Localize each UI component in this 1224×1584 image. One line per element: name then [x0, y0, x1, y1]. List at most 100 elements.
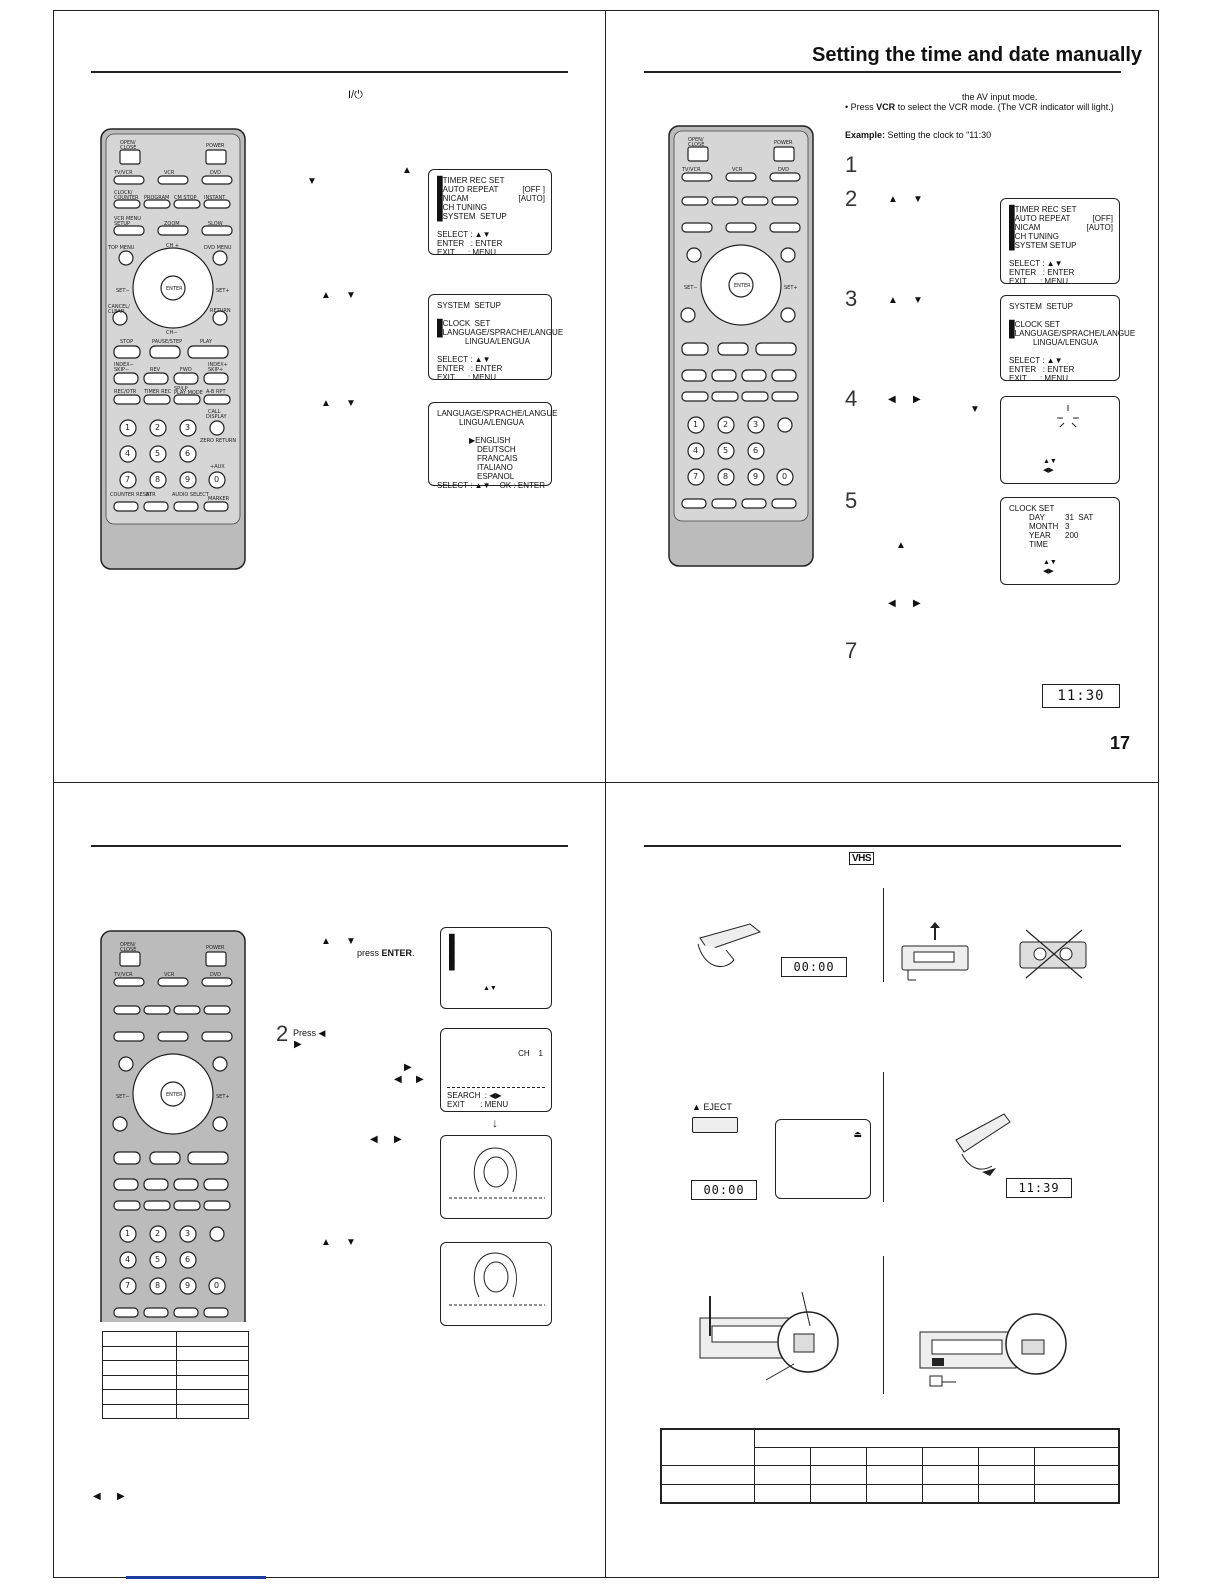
svg-text:7: 7 [125, 475, 130, 484]
svg-text:SET+: SET+ [216, 288, 230, 294]
nav-arrows-icon: ▲▼◀▶ [1043, 458, 1057, 474]
section-rule [91, 845, 568, 847]
eject-label: ▲ EJECT [692, 1102, 732, 1112]
svg-text:CANCEL/: CANCEL/ [108, 304, 130, 310]
svg-text:VCR: VCR [732, 167, 743, 173]
svg-text:3: 3 [753, 420, 758, 429]
tv-screen-eject: ⏏ [775, 1119, 871, 1199]
svg-text:INDEX+: INDEX+ [208, 362, 228, 368]
up-arrow-icon: ▲ [402, 165, 412, 176]
svg-text:REV: REV [150, 367, 161, 373]
svg-text:DVD MENU: DVD MENU [204, 245, 232, 251]
svg-text:6: 6 [185, 1255, 190, 1264]
insert-cassette-illustration [697, 923, 762, 968]
divider [883, 1072, 884, 1202]
svg-text:ZOOM: ZOOM [164, 221, 180, 227]
svg-text:ZERO RETURN: ZERO RETURN [200, 438, 236, 444]
svg-text:PLAY: PLAY [200, 339, 213, 345]
step-number: 3 [845, 286, 858, 311]
right-arrow-icon: ▶ [913, 598, 921, 609]
svg-text:DVD: DVD [210, 972, 221, 978]
svg-text:9: 9 [753, 472, 758, 481]
vcr-front-display: 00:00 [691, 1180, 757, 1200]
intro-text: the AV input mode. [962, 92, 1038, 102]
svg-text:CLOSE: CLOSE [120, 145, 136, 151]
step-number: 4 [845, 386, 858, 411]
left-arrow-icon: ◀ [888, 598, 896, 609]
up-arrow-icon: ▲ [896, 540, 906, 551]
svg-text:TV/VCR: TV/VCR [681, 167, 701, 173]
svg-text:0: 0 [214, 1281, 219, 1290]
svg-text:7: 7 [125, 1281, 130, 1290]
tape-time-table [660, 1428, 1120, 1504]
step-number: 7 [845, 638, 858, 663]
divider [883, 888, 884, 982]
tv-screen-main-menu: █TIMER REC SET █AUTO REPEAT[OFF ] █NICAM… [428, 169, 552, 257]
cassette-wrong-illustration [1019, 929, 1087, 979]
svg-text:CLEAR: CLEAR [108, 309, 125, 315]
svg-text:OPEN/: OPEN/ [120, 140, 136, 146]
svg-text:TV/VCR: TV/VCR [113, 170, 133, 176]
right-arrow-icon: ▶ [404, 1062, 412, 1073]
svg-text:CH +: CH + [166, 243, 179, 249]
svg-text:CLOCK/: CLOCK/ [114, 190, 133, 196]
svg-text:5: 5 [155, 1255, 160, 1264]
nav-arrows-icon: ▲▼◀▶ [1043, 559, 1057, 575]
svg-text:2: 2 [155, 1229, 160, 1238]
svg-text:PLAY MODE: PLAY MODE [174, 390, 203, 396]
svg-text:6: 6 [753, 446, 758, 455]
svg-text:ENTER: ENTER [166, 286, 183, 292]
svg-text:SET−: SET− [116, 1094, 130, 1100]
woman-portrait-icon [449, 1252, 545, 1306]
page-title: Setting the time and date manually [812, 44, 1143, 66]
tv-screen-main-menu: █TIMER REC SET █AUTO REPEAT[OFF] █NICAM[… [1000, 198, 1120, 286]
page-divider-horizontal [53, 782, 1159, 783]
eject-icon: ⏏ [853, 1129, 862, 1139]
step-number: 5 [845, 488, 858, 513]
svg-text:ENTER: ENTER [166, 1092, 183, 1098]
svg-text:SET+: SET+ [216, 1094, 230, 1100]
svg-text:TV/VCR: TV/VCR [113, 972, 133, 978]
svg-text:2: 2 [155, 423, 160, 432]
cassette-window-up-illustration [901, 922, 969, 981]
intro-text: • Press VCR to select the VCR mode. (The… [845, 102, 1114, 112]
svg-text:8: 8 [155, 1281, 160, 1290]
up-arrow-icon: ▲ [321, 398, 331, 409]
svg-text:CLOSE: CLOSE [120, 947, 136, 953]
divider [883, 1256, 884, 1394]
svg-text:VCR: VCR [164, 170, 175, 176]
svg-text:CLOSE: CLOSE [688, 142, 704, 148]
eject-button-illustration [692, 1117, 738, 1133]
channel-table [102, 1331, 249, 1419]
svg-text:COUNTER: COUNTER [114, 195, 139, 201]
svg-text:8: 8 [723, 472, 728, 481]
svg-text:FWD: FWD [180, 367, 192, 373]
svg-text:CALL: CALL [208, 409, 221, 415]
down-arrow-icon: ↓ [492, 1116, 498, 1130]
vhs-logo: VHS [849, 852, 875, 865]
svg-text:DVD: DVD [210, 170, 221, 176]
right-arrow-icon: ▶ [394, 1134, 402, 1145]
right-arrow-icon: ▶ [913, 394, 921, 405]
up-arrow-icon: ▲ [321, 1237, 331, 1248]
svg-text:5: 5 [723, 446, 728, 455]
svg-text:3: 3 [185, 423, 190, 432]
svg-text:SETUP: SETUP [114, 221, 130, 227]
right-arrow-icon: ▶ [416, 1074, 424, 1085]
up-arrow-icon: ▲ [321, 936, 331, 947]
svg-text:CM STOP: CM STOP [174, 195, 197, 201]
down-arrow-icon: ▼ [913, 194, 923, 205]
svg-text:+AUX: +AUX [210, 464, 225, 470]
page-frame [53, 10, 1159, 1578]
vcr-front-display: 11:30 [1042, 684, 1120, 708]
down-arrow-icon: ▼ [346, 936, 356, 947]
svg-text:POWER: POWER [774, 140, 793, 146]
svg-text:POWER: POWER [206, 945, 225, 951]
page-number: 17 [1110, 733, 1131, 753]
svg-text:RETURN: RETURN [210, 308, 231, 314]
down-arrow-icon: ▼ [970, 404, 980, 415]
svg-text:7: 7 [693, 472, 698, 481]
left-arrow-icon: ◀ [93, 1491, 101, 1502]
down-arrow-icon: ▼ [346, 398, 356, 409]
svg-text:VCR MENU: VCR MENU [114, 216, 141, 222]
